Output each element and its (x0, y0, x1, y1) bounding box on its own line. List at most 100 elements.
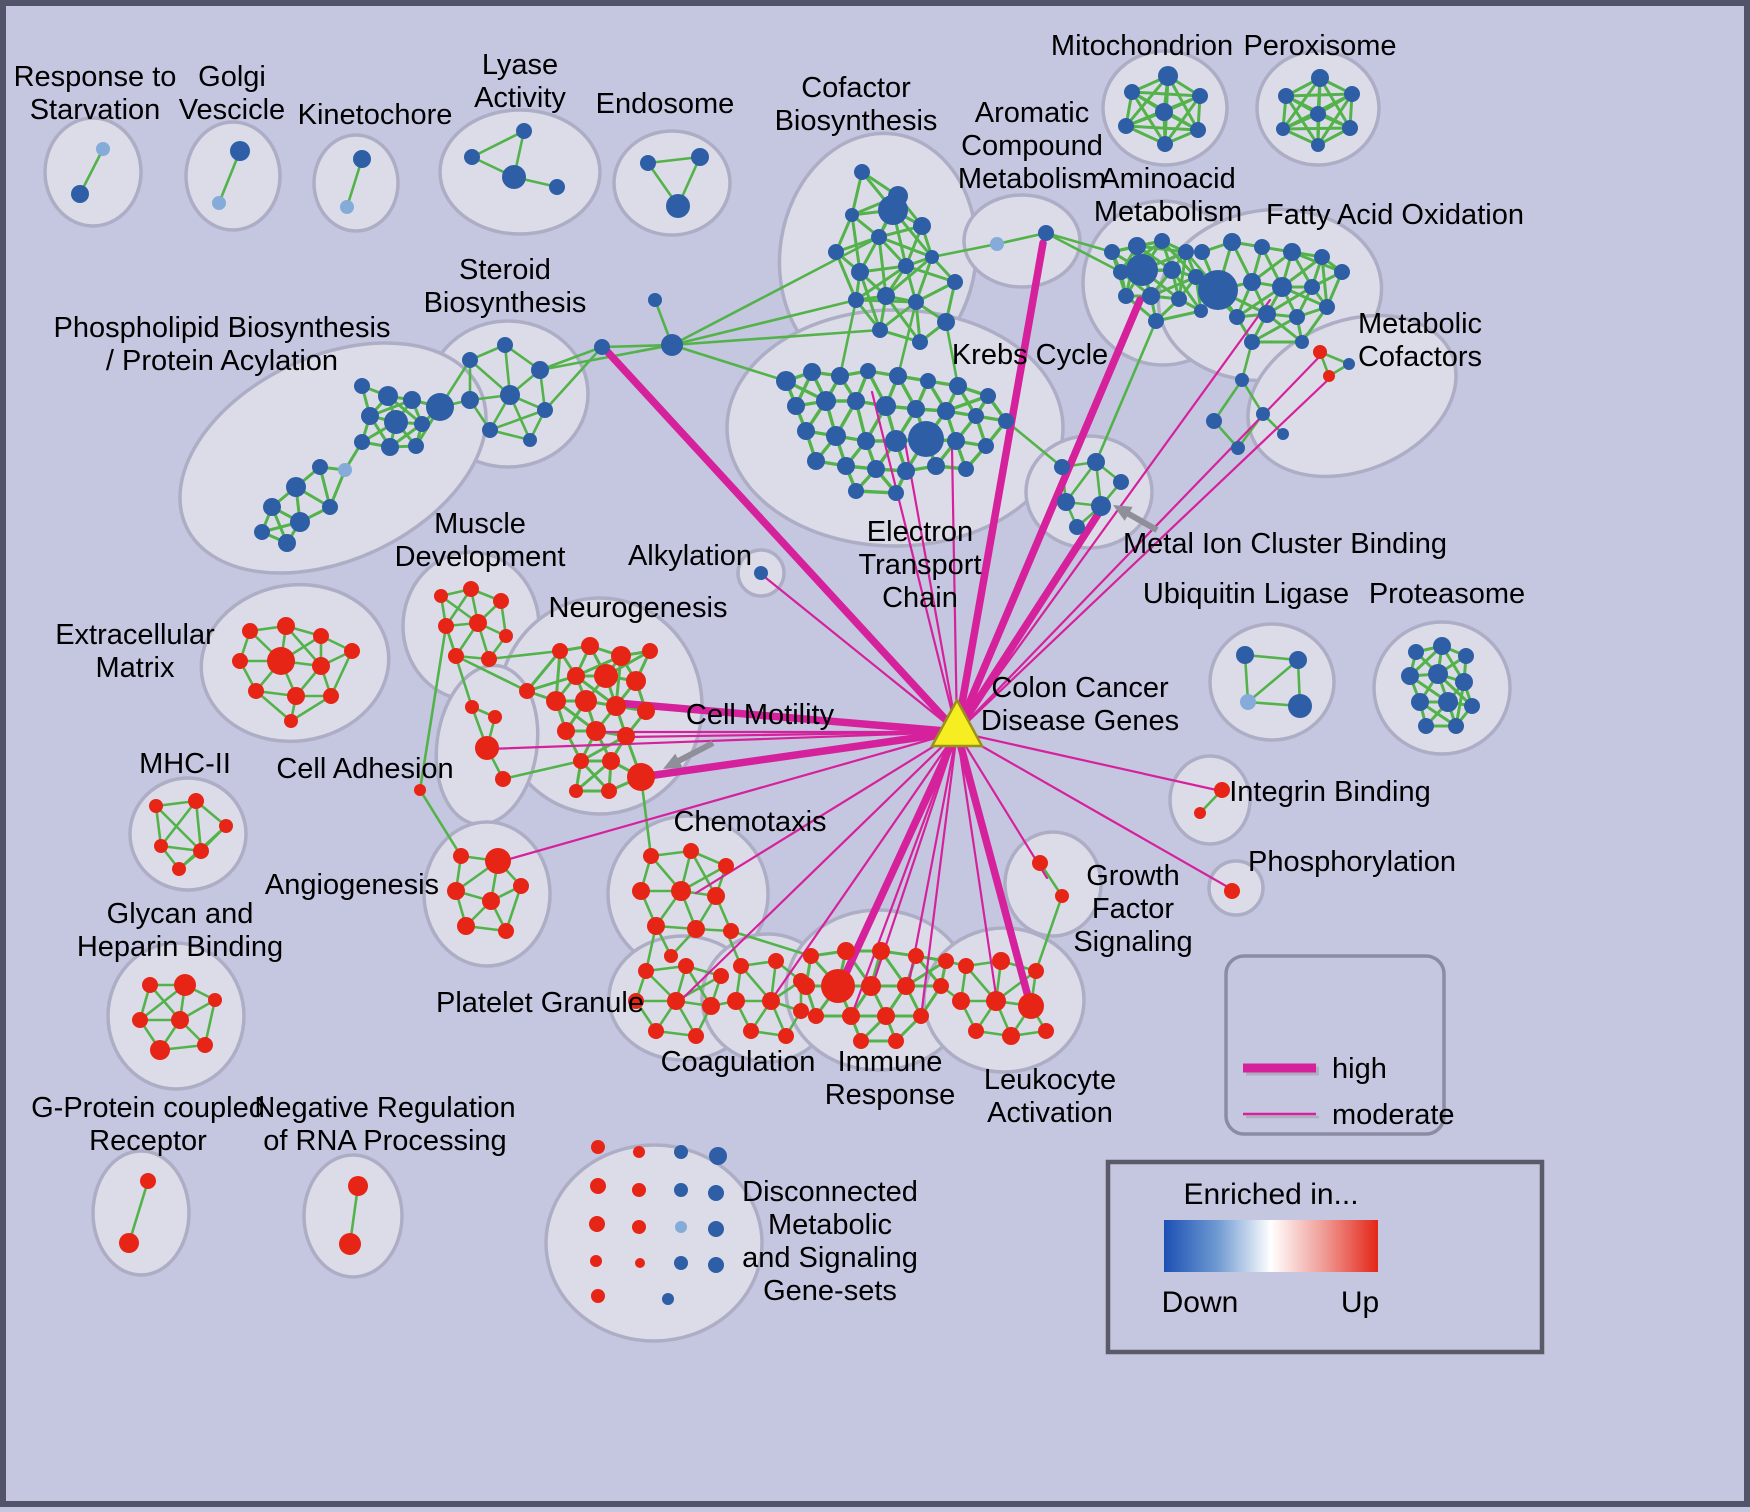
overlap-edge-moderate (906, 730, 959, 990)
gene-set-node (569, 784, 583, 798)
gene-set-node (278, 534, 296, 552)
gene-set-node (675, 1221, 687, 1233)
gene-set-node (338, 463, 352, 477)
cluster-label-phosphorylation: Phosphorylation (1248, 846, 1456, 878)
enrichment-edge (1281, 76, 1322, 131)
gene-set-node (1311, 69, 1329, 87)
gene-set-node (589, 1216, 605, 1232)
gene-set-node (1057, 493, 1075, 511)
cluster-label-integrin-binding: Integrin Binding (1229, 776, 1431, 808)
gene-set-node (643, 848, 659, 864)
overlap-edge-moderate (955, 730, 1223, 793)
gene-set-node (172, 862, 186, 876)
gene-set-node (897, 977, 915, 995)
metal-ion-pointer-head (1113, 505, 1133, 521)
gene-set-node (708, 1221, 724, 1237)
gene-set-node (1243, 273, 1261, 291)
gene-set-node (1091, 496, 1111, 516)
gene-set-node (344, 643, 360, 659)
cluster-label-mitochondrion: Mitochondrion (1051, 30, 1233, 62)
gene-set-node (1124, 84, 1140, 100)
gene-set-node (447, 882, 465, 900)
gene-set-node (495, 771, 511, 787)
cluster-ellipse-response-to-starvation (43, 116, 143, 228)
gene-set-node (968, 1023, 984, 1039)
enrichment-cross-edge (896, 300, 918, 378)
gene-set-node (463, 581, 479, 597)
enrichment-edge (470, 129, 526, 159)
enrichment-cross-edge (670, 328, 882, 347)
gene-set-node (877, 1007, 895, 1025)
gene-set-node (952, 992, 970, 1010)
enrichment-edge (884, 255, 934, 298)
gene-set-node (754, 566, 768, 580)
gene-set-node (831, 367, 849, 385)
gene-set-node (632, 1183, 646, 1197)
gene-set-node (1190, 122, 1206, 138)
enrichment-cross-edge (1044, 231, 1123, 274)
enrichment-cross-edge (838, 298, 858, 378)
enrichment-edge (154, 804, 203, 853)
overlap-edge-high (953, 296, 1144, 736)
gene-set-node (71, 185, 89, 203)
gene-set-node (674, 1145, 688, 1159)
cluster-ellipse-disconnected-gene-sets (544, 1143, 764, 1343)
gene-set-node (938, 953, 954, 969)
gene-set-node (1458, 648, 1474, 664)
enrichment-cross-edge (670, 235, 881, 347)
gene-set-node (339, 1233, 361, 1255)
gene-set-node (1256, 407, 1270, 421)
gene-set-node (1158, 66, 1178, 86)
gene-set-node (448, 648, 464, 664)
gene-set-node (797, 977, 815, 995)
gene-set-node (1344, 86, 1360, 102)
gene-set-node (154, 839, 168, 853)
cluster-label-kinetochore: Kinetochore (298, 99, 453, 131)
gene-set-node (743, 1023, 759, 1039)
gene-set-node (1311, 138, 1325, 152)
overlap-edge-moderate (497, 730, 959, 864)
gene-set-node (1304, 279, 1320, 295)
gene-set-node (933, 978, 949, 994)
gene-set-node (876, 396, 896, 416)
gene-set-node (1229, 309, 1245, 325)
gene-set-node (586, 721, 606, 741)
cluster-label-cell-motility: Cell Motility (686, 699, 835, 731)
gene-set-node (531, 361, 549, 379)
gene-set-node (871, 229, 887, 245)
enrichment-edge (1124, 124, 1200, 132)
gene-set-node (1118, 118, 1134, 134)
overlap-edge-moderate (955, 298, 1272, 734)
gene-set-node (683, 843, 699, 859)
gene-set-node (313, 628, 329, 644)
enrichment-cross-edge (930, 242, 999, 259)
gene-set-node (889, 367, 907, 385)
cluster-label-peroxisome: Peroxisome (1243, 30, 1396, 62)
gene-set-node (845, 208, 859, 222)
cluster-ellipse-metabolic-cofactors (1246, 313, 1458, 479)
gene-set-node (1198, 270, 1238, 310)
gene-set-node (723, 923, 739, 939)
enrichment-edge (854, 264, 908, 302)
gene-set-node (1223, 233, 1241, 251)
gene-set-node (403, 391, 421, 409)
gene-set-node (323, 688, 339, 704)
gene-set-node (408, 438, 424, 454)
gene-set-node (513, 878, 529, 894)
gene-set-node (549, 179, 565, 195)
gene-set-node (1002, 1027, 1020, 1045)
gene-set-node (878, 195, 908, 225)
gene-set-node (633, 1146, 645, 1158)
gene-set-node (1192, 88, 1208, 104)
gene-set-node (1428, 664, 1448, 684)
gene-set-node (537, 402, 553, 418)
overlap-edge-high (953, 501, 1108, 736)
gene-set-node (546, 691, 566, 711)
overlap-edge-high (644, 728, 961, 780)
enrichment-cross-edge (944, 320, 960, 388)
disease-genes-triangle (929, 697, 985, 748)
